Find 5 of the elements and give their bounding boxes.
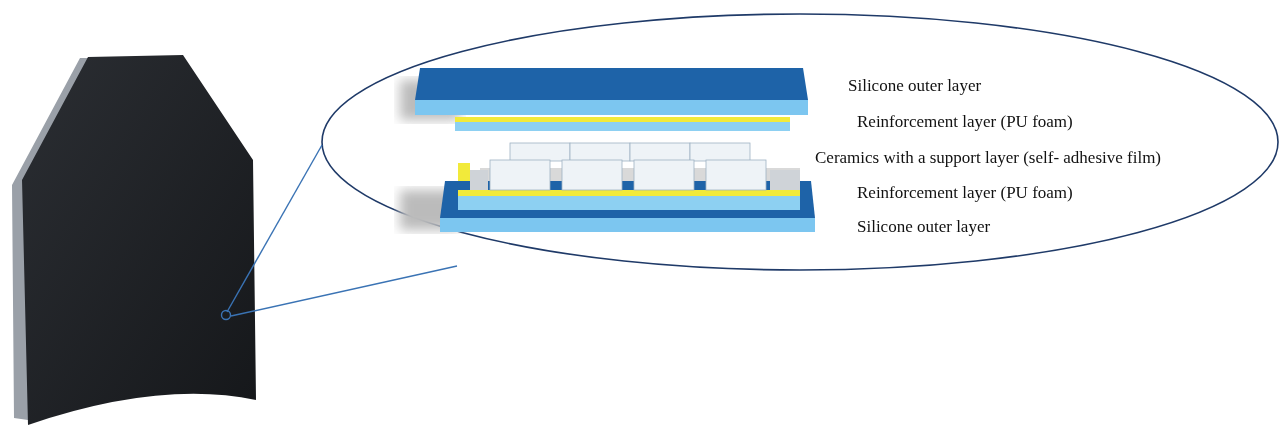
layer-label: Silicone outer layer <box>848 76 982 96</box>
layer-label: Reinforcement layer (PU foam) <box>857 112 1073 132</box>
layer-label: Ceramics with a support layer (self- adhesive film) <box>815 148 1162 168</box>
layer-label: Reinforcement layer (PU foam) <box>857 183 1073 203</box>
layer-label: Silicone outer layer <box>857 217 991 237</box>
